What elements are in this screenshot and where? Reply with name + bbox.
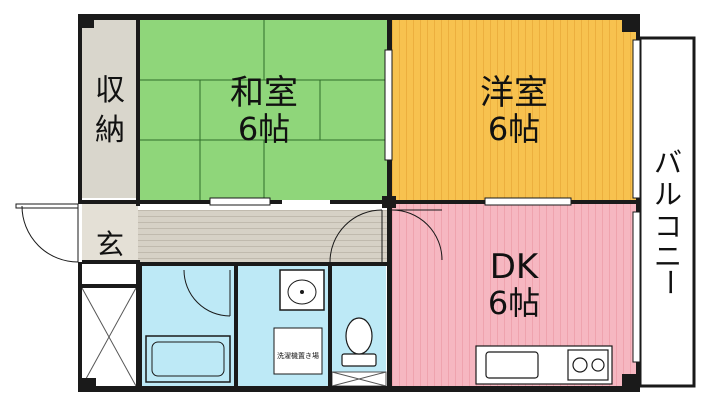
wall-bottom	[78, 386, 640, 392]
shaft-line	[81, 287, 137, 387]
door-swing	[329, 209, 383, 263]
balcony-char-2: ル	[654, 178, 682, 211]
bathtub-inner	[151, 341, 225, 377]
wall-left-upper	[78, 14, 82, 204]
wall-left-lower	[78, 262, 82, 392]
bathtub	[145, 335, 231, 383]
basin-drain	[300, 290, 304, 294]
wall-corridor-bottom	[138, 262, 392, 266]
window-washitsu	[209, 197, 271, 206]
entrance-door	[15, 203, 79, 263]
toilet	[341, 317, 377, 367]
windows	[209, 39, 641, 363]
washitsu-name: 和室	[230, 73, 298, 113]
corner-block	[622, 14, 640, 32]
wall-dk-left-lower	[387, 262, 392, 386]
youshitsu-size: 6帖	[488, 110, 540, 148]
wall-shaft-top	[82, 284, 138, 288]
door-swing	[183, 269, 231, 317]
corner-block	[622, 374, 640, 392]
corner-block	[78, 378, 96, 392]
balcony-char-3: コ	[654, 210, 682, 243]
wall-right	[636, 14, 640, 392]
sink	[485, 351, 539, 379]
wall-storage	[136, 20, 140, 206]
window-youshitsu-bottom	[484, 197, 572, 206]
wall-dk-left	[387, 204, 392, 262]
wall-mid-right	[330, 200, 636, 204]
corridor-area	[138, 210, 388, 262]
entrance-area	[82, 204, 138, 262]
burner	[572, 357, 588, 373]
storage-char-1: 収	[95, 73, 125, 108]
wall-wash-toilet	[328, 266, 332, 386]
dk-name: DK	[490, 247, 540, 287]
youshitsu-name: 洋室	[480, 73, 548, 113]
door-swing	[391, 209, 443, 261]
door-swings	[183, 209, 443, 317]
toilet-shaft	[331, 371, 387, 387]
entrance-label: 玄	[96, 228, 124, 261]
storage-area	[82, 20, 138, 198]
corner-block	[78, 14, 94, 28]
balcony-char-5: ー	[653, 268, 686, 296]
shaft-line	[331, 371, 387, 387]
toilet-bowl	[345, 317, 373, 355]
window-balcony-lower	[632, 211, 641, 363]
corner-block	[382, 196, 396, 208]
storage-char-2: 納	[95, 113, 125, 148]
window-balcony-upper	[632, 39, 641, 199]
wall-entrance-bottom	[82, 260, 140, 264]
wall-bath-left	[136, 262, 142, 386]
laundry-space	[273, 327, 323, 375]
stove	[567, 349, 609, 381]
balcony-area	[638, 36, 696, 388]
kitchen-counter	[475, 345, 613, 385]
wall-top	[78, 14, 640, 20]
balcony-char-4: ニ	[654, 240, 682, 273]
wall-bath-wash	[234, 266, 238, 386]
door-threshold	[15, 203, 79, 209]
window-divider	[384, 49, 393, 161]
tatami-lines	[140, 20, 388, 200]
laundry-label: 洗濯機置き場	[277, 351, 319, 360]
balcony-char-1: バ	[654, 146, 682, 179]
toilet-tank	[341, 353, 377, 367]
dk-size: 6帖	[488, 284, 540, 322]
burner	[591, 358, 605, 372]
door-swing	[21, 205, 79, 263]
wall-mid-left	[82, 200, 282, 204]
youshitsu-room	[392, 20, 636, 200]
washitsu-size: 6帖	[238, 110, 290, 148]
pipe-shaft-cross	[81, 287, 137, 387]
